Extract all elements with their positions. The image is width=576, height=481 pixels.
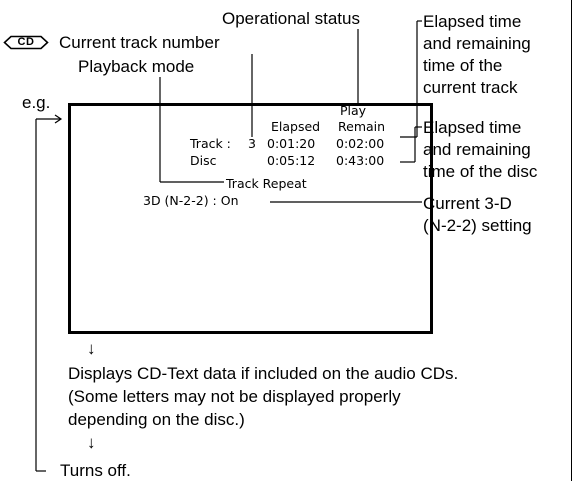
turns-off-label: Turns off. bbox=[60, 461, 131, 480]
arrow-down-1: ↓ bbox=[87, 339, 96, 358]
osd-track-elapsed: 0:01:20 bbox=[267, 136, 316, 151]
osd-3d-setting: 3D (N-2-2) : On bbox=[143, 193, 239, 208]
osd-col-elapsed: Elapsed bbox=[271, 119, 321, 134]
arrow-down-2: ↓ bbox=[87, 433, 96, 452]
current-track-number-label: Current track number bbox=[59, 33, 220, 52]
osd-status: Play bbox=[340, 103, 367, 118]
osd-track-remain: 0:02:00 bbox=[336, 136, 385, 151]
eg-label: e.g. bbox=[22, 93, 51, 112]
current-3d-label-line1: Current 3-D bbox=[423, 194, 512, 213]
elapsed-track-label-line3: time of the bbox=[423, 56, 503, 75]
cd-text-note-line2: depending on the disc.) bbox=[68, 410, 245, 429]
osd-disc-label: Disc bbox=[190, 153, 217, 168]
elapsed-disc-label-line3: time of the disc bbox=[423, 162, 538, 181]
elapsed-disc-label-line2: and remaining bbox=[423, 140, 531, 159]
cd-text-note-line1: (Some letters may not be displayed prope… bbox=[68, 387, 401, 406]
osd-disc-elapsed: 0:05:12 bbox=[267, 153, 316, 168]
osd-track-number: 3 bbox=[248, 136, 256, 151]
osd-col-remain: Remain bbox=[338, 119, 386, 134]
playback-mode-label: Playback mode bbox=[78, 57, 195, 76]
elapsed-track-label-line1: Elapsed time bbox=[423, 12, 522, 31]
elapsed-disc-label-line1: Elapsed time bbox=[423, 118, 522, 137]
elapsed-track-label-line2: and remaining bbox=[423, 34, 531, 53]
cd-badge-icon: CD bbox=[3, 35, 49, 50]
osd-track-label: Track : bbox=[190, 136, 231, 151]
page-right-border bbox=[571, 0, 572, 481]
cd-text-info: Displays CD-Text data if included on the… bbox=[68, 364, 459, 383]
osd-playback-mode: Track Repeat bbox=[226, 176, 307, 191]
elapsed-track-label-line4: current track bbox=[423, 78, 518, 97]
current-3d-label-line2: (N-2-2) setting bbox=[423, 216, 532, 235]
operational-status-label: Operational status bbox=[222, 9, 360, 28]
display-screen bbox=[68, 103, 433, 334]
osd-disc-remain: 0:43:00 bbox=[336, 153, 385, 168]
cd-badge-label: CD bbox=[17, 36, 35, 48]
